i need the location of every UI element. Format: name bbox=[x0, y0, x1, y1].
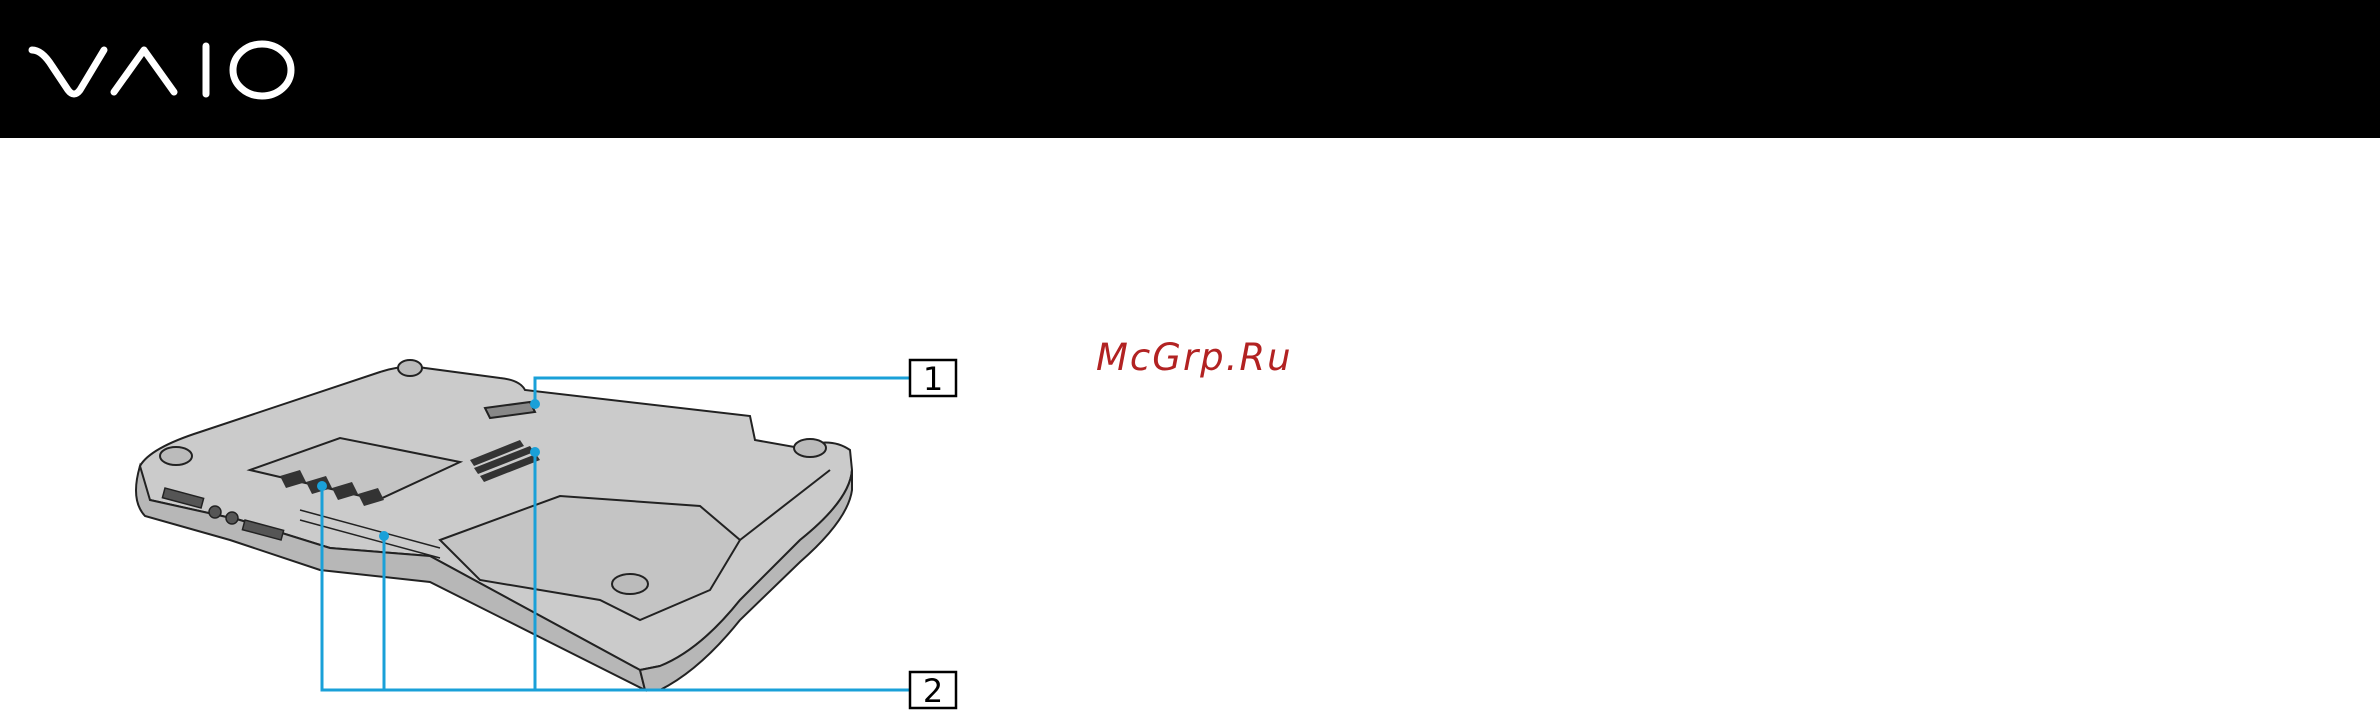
callout-number-1: 1 bbox=[923, 360, 943, 398]
callout-number-2: 2 bbox=[923, 672, 943, 710]
callout-box-1: 1 bbox=[910, 360, 956, 398]
callout-box-2: 2 bbox=[910, 672, 956, 710]
